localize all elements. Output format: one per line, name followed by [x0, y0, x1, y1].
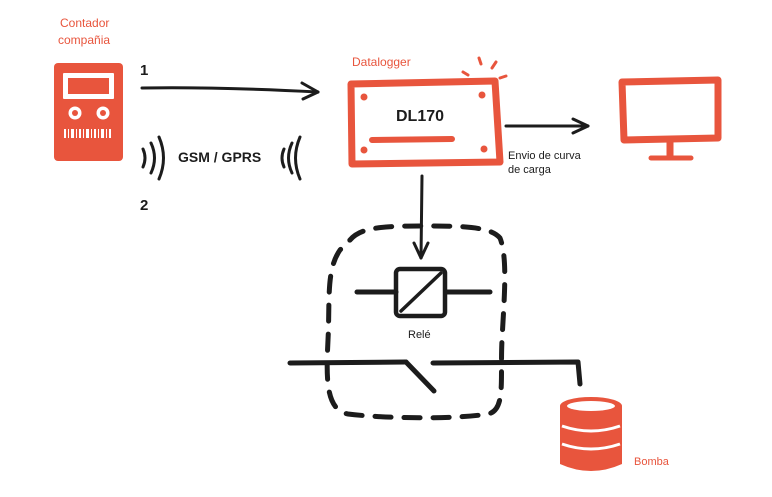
step-1-label: 1 — [140, 62, 149, 79]
datalogger-icon — [347, 77, 504, 168]
arrow-datalogger-to-relay — [412, 174, 430, 260]
load-curve-label-line-2: de carga — [508, 164, 551, 176]
device-model-label: DL170 — [396, 108, 444, 125]
signal-waves-icon — [280, 135, 302, 181]
relay-label: Relé — [408, 329, 431, 341]
relay-enclosure — [324, 223, 508, 421]
pump-label: Bomba — [634, 456, 669, 468]
pump-icon — [560, 397, 622, 471]
gsm-gprs-label: GSM / GPRS — [178, 149, 262, 165]
load-curve-label-line-1: Envio de curva — [508, 150, 581, 162]
datalogger-label: Datalogger — [352, 55, 411, 69]
switch-icon — [287, 359, 583, 394]
signal-waves-icon — [141, 135, 165, 181]
arrow-meter-to-datalogger — [140, 81, 320, 101]
step-2-label: 2 — [140, 197, 149, 214]
meter-label-line-1: Contador — [60, 16, 110, 30]
arrow-datalogger-to-monitor — [504, 117, 590, 135]
relay-icon — [354, 266, 493, 319]
meter-icon — [54, 63, 123, 161]
monitor-icon — [618, 76, 722, 161]
meter-label-line-2: compañia — [58, 33, 111, 47]
activity-indicator-icon — [461, 56, 508, 80]
